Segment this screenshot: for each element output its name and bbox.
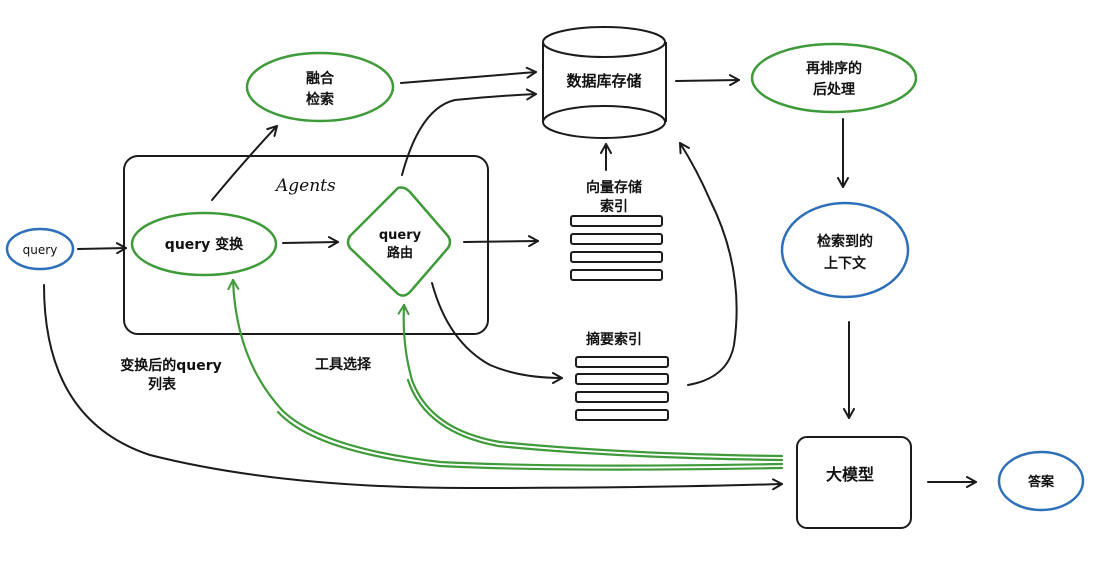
arrow-query-to-llm xyxy=(43,284,783,491)
arrow-summary-to-database xyxy=(679,142,738,386)
arrow-query-to-transform xyxy=(77,242,127,255)
green-arrow-transform-line xyxy=(276,410,784,471)
arrow-router-to-summary xyxy=(431,282,563,384)
database-node xyxy=(542,26,667,139)
retrieved-context-label-1: 检索到的 xyxy=(817,233,873,250)
answer-node xyxy=(997,450,1085,512)
black-arrows xyxy=(43,66,977,491)
green-arrow-llm-to-router xyxy=(397,303,784,458)
vector-index-label-2: 索引 xyxy=(600,198,628,215)
llm-node xyxy=(796,436,912,529)
answer-label: 答案 xyxy=(1028,474,1055,490)
arrow-fusion-to-database xyxy=(400,66,537,84)
fusion-retrieval-label-1: 融合 xyxy=(306,70,335,87)
query-transform-label: query 变换 xyxy=(165,236,244,253)
arrow-router-to-vector xyxy=(463,235,539,248)
fusion-retrieval-label-2: 检索 xyxy=(306,91,334,108)
vector-index-stack xyxy=(570,215,663,281)
summary-index-stack xyxy=(575,356,669,421)
green-arrows xyxy=(227,278,784,471)
retrieved-context-node xyxy=(780,201,910,299)
rerank-label-2: 后处理 xyxy=(813,81,855,98)
green-arrow-router-line xyxy=(406,378,784,462)
query-router-node xyxy=(346,186,452,297)
transformed-list-label-1: 变换后的query xyxy=(120,357,222,374)
arrow-transform-to-router xyxy=(282,236,339,249)
query-node-label: query xyxy=(23,243,58,257)
arrow-transform-to-fusion xyxy=(211,125,278,201)
rerank-label-1: 再排序的 xyxy=(806,60,862,77)
database-label: 数据库存储 xyxy=(566,72,641,90)
arrow-database-to-rerank xyxy=(675,74,740,87)
vector-index-label-1: 向量存储 xyxy=(586,179,642,196)
summary-index-label: 摘要索引 xyxy=(586,331,642,348)
tool-select-label: 工具选择 xyxy=(315,356,372,373)
green-arrow-llm-to-transform xyxy=(227,278,784,467)
rerank-node xyxy=(750,42,918,114)
llm-label: 大模型 xyxy=(826,465,874,484)
query-transform-node xyxy=(130,211,278,277)
query-node xyxy=(5,227,75,271)
query-router-label-2: 路由 xyxy=(387,245,413,261)
transformed-list-label-2: 列表 xyxy=(148,376,177,393)
query-router-label-1: query xyxy=(379,228,422,243)
agents-label: Agents xyxy=(274,176,336,196)
fusion-retrieval-node xyxy=(245,51,395,123)
arrow-router-to-database xyxy=(401,88,537,176)
retrieved-context-label-2: 上下文 xyxy=(824,255,867,272)
